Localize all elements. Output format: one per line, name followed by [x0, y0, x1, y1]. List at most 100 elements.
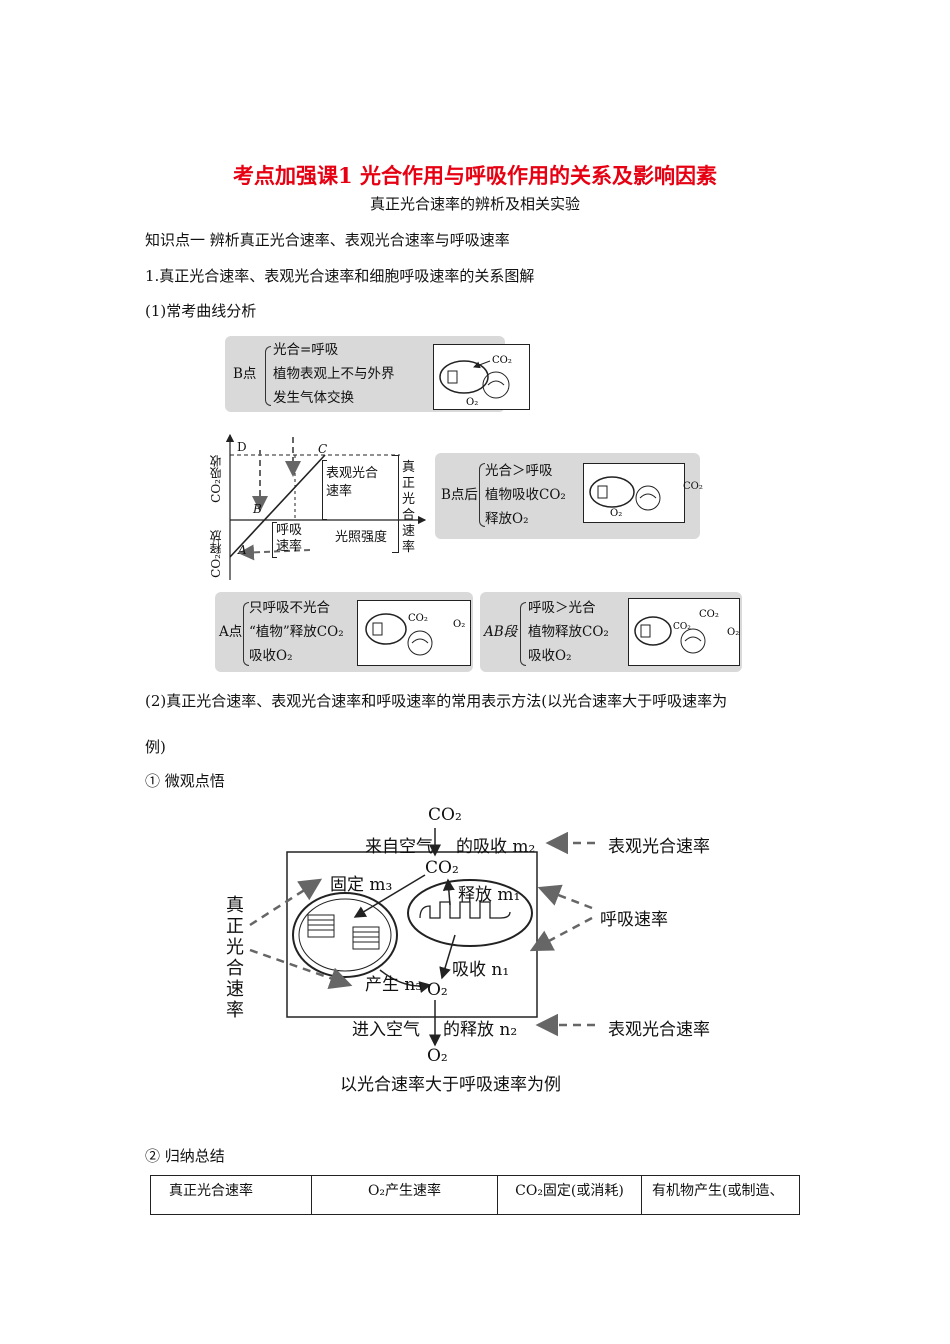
curve-figure: B点 光合=呼吸 植物表观上不与外界 发生气体交换 CO₂ O₂ B点后 光合＞…: [200, 330, 750, 675]
grana-stack-2: [352, 926, 380, 950]
section-heading: 1.真正光合速率、表观光合速率和细胞呼吸速率的关系图解: [145, 267, 535, 285]
micro-heading: ① 微观点悟: [145, 772, 225, 790]
summary-heading: ② 归纳总结: [145, 1147, 225, 1165]
table-cell: 有机物产生(或制造、: [641, 1175, 800, 1215]
true-rate-char: 合: [226, 958, 244, 979]
release-n2-label: 的释放 n₂: [443, 1020, 518, 1040]
chloroplast-mitochondrion-icon: CO₂ O₂ CO₂: [634, 609, 739, 654]
point-b: B: [253, 502, 262, 516]
co2-inner-label: CO₂: [425, 858, 459, 878]
chloroplast-mitochondrion-icon: CO₂ O₂: [439, 355, 512, 408]
chloroplast-mitochondrion-icon: O₂: [589, 476, 661, 519]
micro-diagram: [249, 828, 595, 1047]
box-after-b-line: 释放O₂: [485, 511, 529, 527]
box-ab-label: AB段: [484, 624, 518, 640]
box-after-b-line: 植物吸收CO₂: [485, 487, 566, 503]
point-a: A: [238, 543, 247, 557]
svg-text:O₂: O₂: [453, 619, 465, 630]
grana-stack-1: [307, 914, 335, 938]
box-ab-line: 吸收O₂: [528, 648, 572, 664]
true-rate-char: 光: [226, 937, 244, 958]
knowledge-point-heading: 知识点一 辨析真正光合速率、表观光合速率与呼吸速率: [145, 231, 510, 249]
true-rate-label: 真正光合速率: [402, 460, 416, 555]
table-row: 真正光合速率 O₂产生速率 CO₂固定(或消耗) 有机物产生(或制造、: [150, 1175, 800, 1215]
box-ab-line: 呼吸＞光合: [528, 600, 596, 616]
box-segment-ab: AB段 呼吸＞光合 植物释放CO₂ 吸收O₂ CO₂ O₂ CO₂: [480, 592, 742, 672]
absorb-m2-label: 的吸收 m₂: [456, 837, 536, 857]
mitochondrion-outer: [407, 879, 533, 947]
true-rate-vertical: 真 正 光 合 速 率: [226, 895, 246, 1021]
box-a-line: 只呼吸不光合: [249, 600, 330, 616]
subsection-heading-2: (2)真正光合速率、表观光合速率和呼吸速率的常用表示方法(以光合速率大于呼吸速率…: [145, 692, 728, 710]
o2-bottom-label: O₂: [427, 1046, 448, 1066]
table-cell: CO₂固定(或消耗): [497, 1175, 642, 1215]
svg-text:CO₂: CO₂: [699, 609, 719, 620]
true-rate-char: 正: [226, 916, 244, 937]
true-rate-char: 真: [226, 895, 244, 916]
y-axis-label-up: CO₂吸收: [209, 455, 223, 503]
box-a-brace: [243, 602, 249, 666]
box-a-label: A点: [219, 624, 243, 640]
summary-table: 真正光合速率 O₂产生速率 CO₂固定(或消耗) 有机物产生(或制造、: [150, 1175, 800, 1215]
respiration-rate-label: 呼吸速率: [276, 523, 303, 554]
from-air-label: 来自空气: [365, 837, 433, 857]
svg-text:O₂: O₂: [727, 627, 739, 638]
box-point-b: B点 光合=呼吸 植物表观上不与外界 发生气体交换 CO₂ O₂: [225, 336, 530, 412]
true-rate-char: 速: [226, 979, 244, 1000]
fix-m3-label: 固定 m₃: [330, 875, 393, 895]
table-cell: 真正光合速率: [150, 1175, 312, 1215]
cell-diagram-b-after: O₂: [583, 463, 685, 523]
respiration-bracket: [272, 522, 277, 558]
release-m1-label: 释放 m₁: [458, 885, 521, 905]
page-title: 考点加强课1 光合作用与呼吸作用的关系及影响因素: [233, 163, 717, 188]
box-a-line: 吸收O₂: [249, 648, 293, 664]
point-d: D: [237, 440, 247, 454]
svg-text:CO₂: CO₂: [673, 622, 691, 632]
svg-text:CO₂: CO₂: [408, 613, 428, 624]
svg-text:O₂: O₂: [466, 397, 478, 408]
ab-pointer-arrow: [238, 544, 311, 561]
mitochondrion-cristae: [419, 901, 511, 919]
page-subtitle: 真正光合速率的辨析及相关实验: [369, 195, 580, 213]
o2-inner-label: O₂: [427, 980, 448, 1000]
subsection-heading-2-cont: 例): [145, 738, 166, 756]
apparent-bracket: [322, 460, 327, 520]
micro-figure: CO₂ 来自空气 的吸收 m₂ 表观光合速率 CO₂ 固定 m₃ 释放 m₁ 呼…: [220, 800, 740, 1095]
box-b-line: 光合=呼吸: [273, 342, 339, 358]
box-after-b-line: 光合＞呼吸: [485, 463, 553, 479]
cell-diagram-a: CO₂ O₂: [357, 600, 471, 666]
chloroplast-mitochondrion-icon: CO₂ O₂: [365, 613, 465, 656]
respiration-rate-label: 呼吸速率: [600, 910, 668, 930]
co2-top-label: CO₂: [428, 805, 462, 825]
light-curve-chart: [225, 433, 427, 580]
box-point-a: A点 只呼吸不光合 “植物”释放CO₂ 吸收O₂ CO₂ O₂: [215, 592, 473, 672]
apparent-rate-label-top: 表观光合速率: [608, 837, 710, 857]
chloroplast-inner: [298, 898, 392, 972]
into-air-label: 进入空气: [352, 1020, 420, 1040]
true-rate-bracket: [392, 455, 399, 553]
box-b-brace: [265, 346, 271, 406]
box-after-b-brace: [479, 463, 485, 527]
micro-figure-caption: 以光合速率大于呼吸速率为例: [340, 1075, 561, 1095]
subsection-heading-1: (1)常考曲线分析: [145, 302, 257, 320]
svg-text:O₂: O₂: [610, 508, 622, 519]
cell-diagram-b: CO₂ O₂: [433, 344, 530, 410]
point-c: C: [318, 442, 328, 456]
produce-n3-label: 产生 n₃: [365, 975, 423, 995]
svg-text:CO₂: CO₂: [492, 355, 512, 366]
box-b-line: 发生气体交换: [273, 390, 354, 406]
box-b-label: B点: [233, 366, 257, 382]
box-b-line: 植物表观上不与外界: [273, 366, 395, 382]
co2-label: CO₂: [683, 481, 703, 492]
photosynthesis-curve: [229, 454, 326, 558]
x-axis-label: 光照强度: [335, 530, 388, 545]
chloroplast-outer: [292, 892, 398, 978]
y-axis-label-down: CO₂释放: [209, 530, 223, 578]
apparent-rate-label-bottom: 表观光合速率: [608, 1020, 710, 1040]
absorb-n1-label: 吸收 n₁: [452, 960, 510, 980]
box-after-b: B点后 光合＞呼吸 植物吸收CO₂ 释放O₂ O₂ CO₂: [435, 453, 703, 539]
box-ab-line: 植物释放CO₂: [528, 624, 609, 640]
apparent-rate-label: 表观光合速率: [326, 466, 379, 499]
cell-diagram-ab: CO₂ O₂ CO₂: [628, 598, 740, 666]
box-after-b-label: B点后: [441, 487, 478, 503]
